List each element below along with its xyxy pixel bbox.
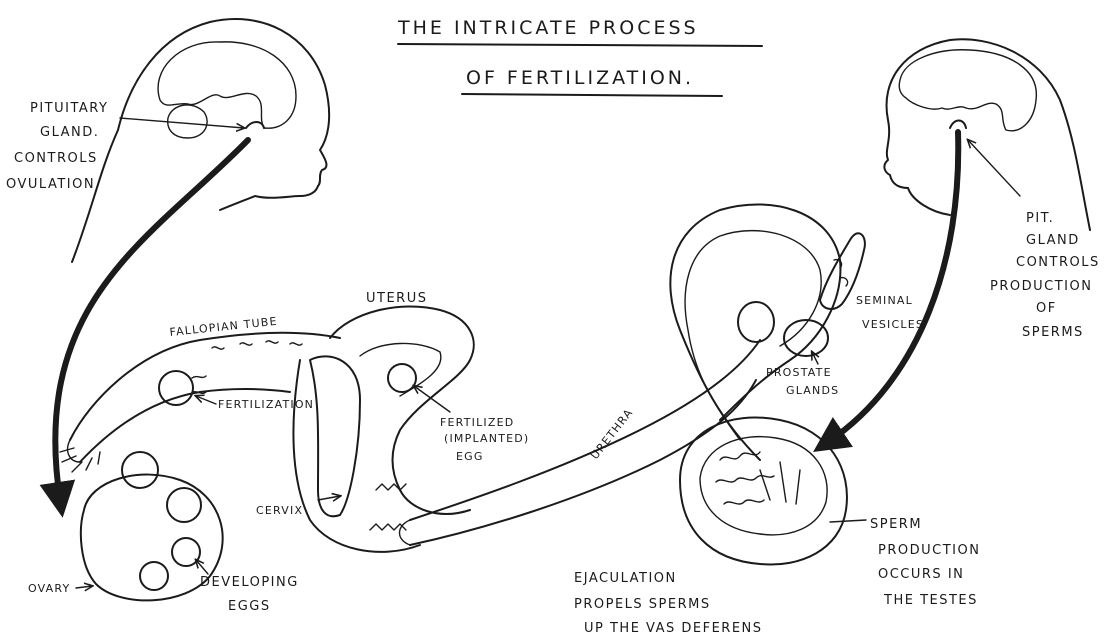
title-line-2: OF FERTILIZATION. [466, 67, 694, 89]
ovary-egg-1 [122, 452, 158, 488]
female-pituitary-line-1: PITUITARY [30, 101, 108, 116]
ovary-egg-2 [167, 488, 201, 522]
uterus-inner [360, 343, 441, 396]
male-pituitary-gland [950, 121, 966, 129]
male-pituitary-line-3: CONTROLS [1016, 255, 1100, 270]
ejaculation-line-1: EJACULATION [574, 571, 677, 586]
male-pituitary-line-4: PRODUCTION [990, 279, 1092, 294]
diagram-title: THE INTRICATE PROCESS OF FERTILIZATION. [397, 17, 762, 96]
male-pituitary-line-5: OF [1036, 301, 1057, 316]
female-reproductive-system [60, 306, 474, 600]
sperm-production-pointer [830, 520, 866, 522]
female-head [72, 19, 329, 262]
female-pituitary-line-2: GLAND. [40, 125, 99, 140]
vas-deferens-inner [685, 231, 821, 440]
developing-eggs-pointer [196, 560, 208, 574]
male-pituitary-pointer [968, 140, 1020, 196]
fertilization-egg [159, 371, 193, 405]
developing-eggs-line-1: DEVELOPING [200, 575, 299, 590]
ejaculation-line-3: UP THE VAS DEFERENS [584, 621, 763, 636]
sperm-production-line-4: THE TESTES [883, 593, 978, 608]
female-pituitary-line-4: OVULATION [6, 177, 95, 192]
title-underline-1 [398, 44, 762, 46]
urethra-label: URETHRA [588, 406, 636, 462]
male-head-outline [884, 39, 1090, 230]
title-underline-2 [462, 94, 722, 96]
cervix-pointer [318, 496, 340, 500]
title-line-1: THE INTRICATE PROCESS [397, 17, 699, 39]
seminal-vesicles-line-2: VESICLES [862, 318, 924, 331]
seminiferous-tubules [716, 452, 800, 504]
uterus-outline [293, 306, 473, 551]
sperm-production-line-3: OCCURS IN [878, 567, 964, 582]
male-pituitary-line-6: SPERMS [1022, 325, 1084, 340]
ejaculation-label-group: EJACULATION PROPELS SPERMS UP THE VAS DE… [574, 571, 763, 636]
female-pituitary-gland [246, 122, 264, 128]
ovary-label: OVARY [28, 582, 70, 595]
fertilized-egg-line-1: FERTILIZED [440, 416, 514, 429]
male-pituitary-line-2: GLAND [1026, 233, 1080, 248]
fertilization-label-group: FERTILIZATION [196, 396, 314, 411]
fertilized-egg-line-2: (IMPLANTED) [444, 432, 529, 445]
fallopian-tube-label: FALLOPIAN TUBE [169, 315, 278, 339]
implanted-egg [388, 364, 416, 392]
male-pituitary-label: PIT. GLAND CONTROLS PRODUCTION OF SPERMS [968, 140, 1100, 340]
urethra-tip [400, 520, 411, 545]
sperm-production-label-group: SPERM PRODUCTION OCCURS IN THE TESTES [830, 517, 980, 608]
fertilization-pointer [196, 396, 216, 404]
female-pituitary-pointer [120, 118, 244, 128]
seminal-vesicles-label-group: SEMINAL VESICLES [856, 294, 924, 331]
prostate-glands-line-2: GLANDS [786, 384, 839, 397]
male-pituitary-line-1: PIT. [1026, 211, 1054, 226]
female-head-outline [72, 19, 329, 262]
ejaculation-line-2: PROPELS SPERMS [574, 597, 711, 612]
vaginal-canal [310, 356, 360, 516]
prostate-gland-right [784, 320, 828, 356]
female-pituitary-region [168, 105, 207, 138]
testis-inner [700, 437, 827, 535]
fertilization-label: FERTILIZATION [218, 398, 314, 411]
tube-squiggles [212, 341, 302, 349]
ovary-egg-3 [172, 538, 200, 566]
male-head [884, 39, 1090, 230]
developing-eggs-line-2: EGGS [228, 599, 271, 614]
female-brain [158, 42, 296, 128]
fertilized-egg-line-3: EGG [456, 450, 484, 463]
prostate-glands-line-1: PROSTATE [766, 366, 832, 379]
ovary-label-group: OVARY [28, 582, 92, 595]
sperm-production-line-1: SPERM [870, 517, 922, 532]
testes-control-arrow [828, 132, 958, 442]
prostate-gland-left [738, 302, 774, 342]
fimbriae [60, 440, 100, 472]
vas-deferens-loop [670, 204, 840, 460]
ovary-egg-4 [140, 562, 168, 590]
uterus-label: UTERUS [366, 291, 427, 306]
seminal-vesicles-line-1: SEMINAL [856, 294, 913, 307]
female-pituitary-line-3: CONTROLS [14, 151, 98, 166]
testis-outline [680, 418, 847, 565]
male-brain [899, 50, 1036, 131]
developing-eggs-label-group: DEVELOPING EGGS [196, 560, 299, 614]
prostate-glands-label-group: PROSTATE GLANDS [766, 352, 839, 397]
sperm-production-line-2: PRODUCTION [878, 543, 980, 558]
cervix-label: CERVIX [256, 504, 303, 517]
ovary-pointer [76, 586, 92, 588]
